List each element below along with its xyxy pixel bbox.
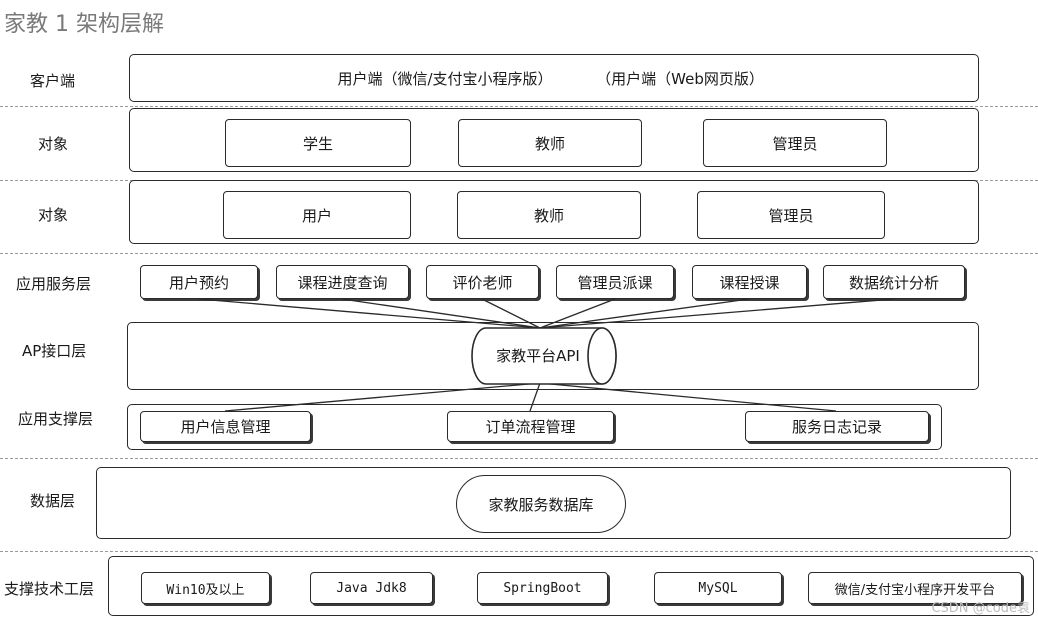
connector-line	[198, 298, 541, 329]
client-miniprogram-text: 用户端（微信/支付宝小程序版）	[337, 69, 553, 88]
object-student-box: 学生	[225, 119, 411, 167]
service-course-teaching-box: 课程授课	[692, 265, 807, 299]
connector-line	[529, 382, 541, 412]
support-order-flow-box: 订单流程管理	[447, 411, 614, 442]
service-rate-teacher-box: 评价老师	[426, 265, 539, 299]
support-service-log-box: 服务日志记录	[745, 411, 929, 442]
layer-separator	[0, 253, 1038, 254]
client-layer-frame	[129, 54, 979, 102]
client-web-text: （用户端（Web网页版）	[596, 69, 764, 88]
service-data-analysis-box: 数据统计分析	[823, 265, 965, 299]
object-teacher-box: 教师	[457, 191, 641, 239]
service-course-progress-box: 课程进度查询	[276, 265, 409, 299]
connector-line	[224, 382, 541, 412]
connector-line	[539, 298, 616, 329]
connector-line	[481, 298, 541, 329]
object-admin-box: 管理员	[703, 119, 887, 167]
layer-label-data: 数据层	[30, 492, 76, 510]
tech-springboot-box: SpringBoot	[477, 572, 608, 604]
object-teacher-box: 教师	[458, 119, 642, 167]
tech-win10-box: Win10及以上	[141, 572, 270, 604]
object-user-box: 用户	[223, 191, 411, 239]
layer-separator	[0, 551, 1038, 552]
service-admin-dispatch-box: 管理员派课	[556, 265, 674, 299]
api-center-label: 家教平台API	[496, 346, 580, 365]
layer-label-object-2: 对象	[38, 206, 69, 224]
layer-label-service: 应用服务层	[16, 275, 92, 293]
api-cylinder	[471, 327, 617, 385]
connector-line	[341, 298, 541, 329]
layer-label-object-1: 对象	[38, 135, 69, 153]
connector-line	[539, 298, 895, 329]
watermark: CSDN @code袁	[931, 601, 1030, 616]
layer-label-api: AP接口层	[22, 342, 87, 360]
layer-separator	[0, 458, 1038, 459]
layer-label-client: 客户端	[30, 72, 76, 90]
object-admin-box: 管理员	[697, 191, 885, 239]
connector-line	[539, 298, 750, 329]
connector-line	[539, 382, 837, 412]
layer-label-support: 应用支撑层	[18, 410, 94, 428]
layer-separator	[0, 106, 1038, 107]
tech-jdk8-box: Java Jdk8	[310, 572, 433, 604]
database-node: 家教服务数据库	[456, 475, 626, 533]
tech-miniprogram-platform-box: 微信/支付宝小程序开发平台	[808, 572, 1022, 604]
tech-mysql-box: MySQL	[654, 572, 782, 604]
page-title: 家教 1 架构层解	[4, 12, 164, 37]
support-user-info-box: 用户信息管理	[140, 411, 311, 442]
layer-label-tech: 支撑技术工层	[4, 580, 95, 598]
service-user-booking-box: 用户预约	[140, 265, 258, 299]
